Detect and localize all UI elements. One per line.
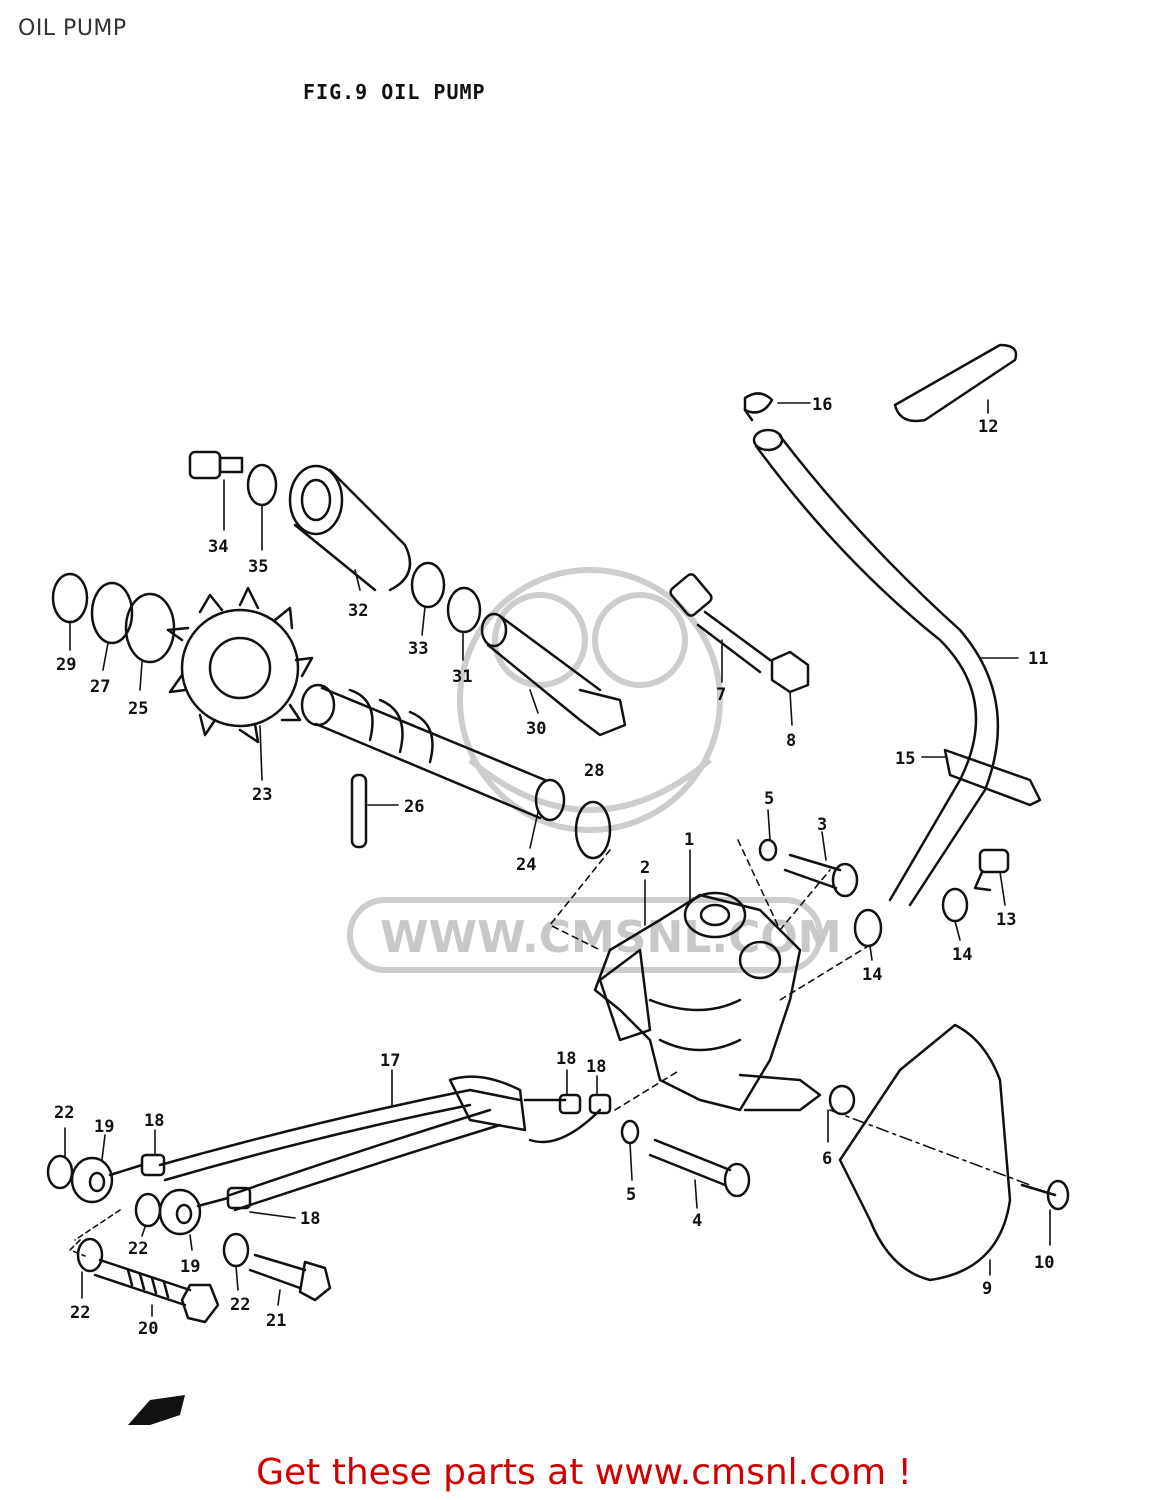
part-30-drive-gear-shaft	[480, 612, 627, 737]
part-11-oil-hose	[752, 428, 1000, 907]
callout-22-c: 22	[70, 1303, 90, 1323]
part-15-hose-clamp	[943, 748, 1042, 807]
part-28-washer	[574, 800, 612, 860]
callout-19-b: 19	[180, 1257, 200, 1277]
page-title: OIL PUMP	[18, 16, 127, 41]
part-22-washer-b	[134, 1192, 162, 1228]
callout-22-d: 22	[230, 1295, 250, 1315]
part-33-o-ring	[410, 561, 446, 609]
part-7-bolt	[669, 573, 772, 674]
part-10-screw	[1020, 1179, 1070, 1211]
part-32-sleeve	[288, 464, 412, 592]
callout-7: 7	[716, 685, 726, 705]
callout-19-a: 19	[94, 1117, 114, 1137]
callout-14-b: 14	[862, 965, 882, 985]
callout-13: 13	[996, 910, 1016, 930]
part-19-banjo-a	[70, 1156, 144, 1204]
callout-18-d: 18	[300, 1209, 320, 1229]
part-6-plug	[828, 1084, 856, 1116]
callout-20: 20	[138, 1319, 158, 1339]
callout-26: 26	[404, 797, 424, 817]
part-18-fitting-c	[558, 1093, 582, 1115]
callout-9: 9	[982, 1279, 992, 1299]
part-25-o-ring	[124, 592, 176, 664]
callout-25: 25	[128, 699, 148, 719]
callout-10: 10	[1034, 1253, 1054, 1273]
part-2-gasket	[598, 948, 652, 1042]
callout-5-lower: 5	[626, 1185, 636, 1205]
part-27-circlip	[90, 581, 134, 645]
part-12-bracket	[893, 343, 1018, 423]
part-17-oil-hoses	[158, 1075, 602, 1212]
callout-23: 23	[252, 785, 272, 805]
part-23-pump-gear	[166, 586, 314, 744]
callout-27: 27	[90, 677, 110, 697]
part-1-oil-pump-assembly	[593, 891, 822, 1112]
callout-34: 34	[208, 537, 228, 557]
callout-21: 21	[266, 1311, 286, 1331]
callout-22-b: 22	[128, 1239, 148, 1259]
figure-title: FIG.9 OIL PUMP	[303, 80, 486, 104]
callout-33: 33	[408, 639, 428, 659]
get-parts-link[interactable]: Get these parts at www.cmsnl.com !	[256, 1452, 912, 1493]
part-34-screw	[188, 450, 244, 480]
callout-5-upper: 5	[764, 789, 774, 809]
part-19-banjo-b	[158, 1188, 230, 1236]
watermark	[347, 567, 823, 973]
callout-35: 35	[248, 557, 268, 577]
part-3-screw	[783, 853, 859, 898]
part-26-pin	[350, 773, 368, 849]
callout-30: 30	[526, 719, 546, 739]
part-20-union-bolt	[93, 1258, 220, 1324]
callout-1: 1	[684, 830, 694, 850]
callout-12: 12	[978, 417, 998, 437]
callout-17: 17	[380, 1051, 400, 1071]
exploded-parts-diagram: WWW.CMSNL.COM	[46, 343, 1070, 1425]
callout-16: 16	[812, 395, 832, 415]
part-4-screw	[648, 1138, 751, 1198]
watermark-text: WWW.CMSNL.COM	[380, 912, 842, 963]
leader-lines	[64, 399, 1051, 1317]
callout-24: 24	[516, 855, 536, 875]
callout-6: 6	[822, 1149, 832, 1169]
part-14-washer-b	[853, 908, 883, 948]
callout-14-a: 14	[952, 945, 972, 965]
part-22-washer-d	[222, 1232, 250, 1268]
part-24-pump-shaft	[300, 683, 566, 822]
callout-18-a: 18	[556, 1049, 576, 1069]
part-14-washer-a	[941, 887, 969, 923]
callout-4: 4	[692, 1211, 702, 1231]
part-35-washer	[246, 463, 278, 507]
callout-18-c: 18	[144, 1111, 164, 1131]
callout-15: 15	[895, 749, 915, 769]
callout-3: 3	[817, 815, 827, 835]
part-5-washer-upper	[758, 838, 778, 862]
callout-29: 29	[56, 655, 76, 675]
part-8-nut	[770, 650, 810, 694]
callout-18-b: 18	[586, 1057, 606, 1077]
part-18-fitting-d	[588, 1093, 612, 1115]
callout-8: 8	[786, 731, 796, 751]
callout-22-a: 22	[54, 1103, 74, 1123]
part-5-washer-lower	[620, 1119, 640, 1145]
callout-31: 31	[452, 667, 472, 687]
callout-11: 11	[1028, 649, 1048, 669]
part-31-washer	[446, 586, 482, 634]
part-9-pump-cover	[838, 1023, 1012, 1282]
part-16-clip	[743, 392, 774, 422]
front-arrow-icon	[128, 1395, 185, 1425]
part-22-washer-c	[76, 1237, 104, 1273]
callout-2: 2	[640, 858, 650, 878]
callout-32: 32	[348, 601, 368, 621]
callout-28: 28	[584, 761, 604, 781]
part-29-washer	[51, 572, 89, 624]
part-22-washer-a	[46, 1154, 74, 1190]
part-21-union-bolt	[248, 1253, 332, 1302]
part-13-banjo-bolt	[973, 848, 1010, 892]
